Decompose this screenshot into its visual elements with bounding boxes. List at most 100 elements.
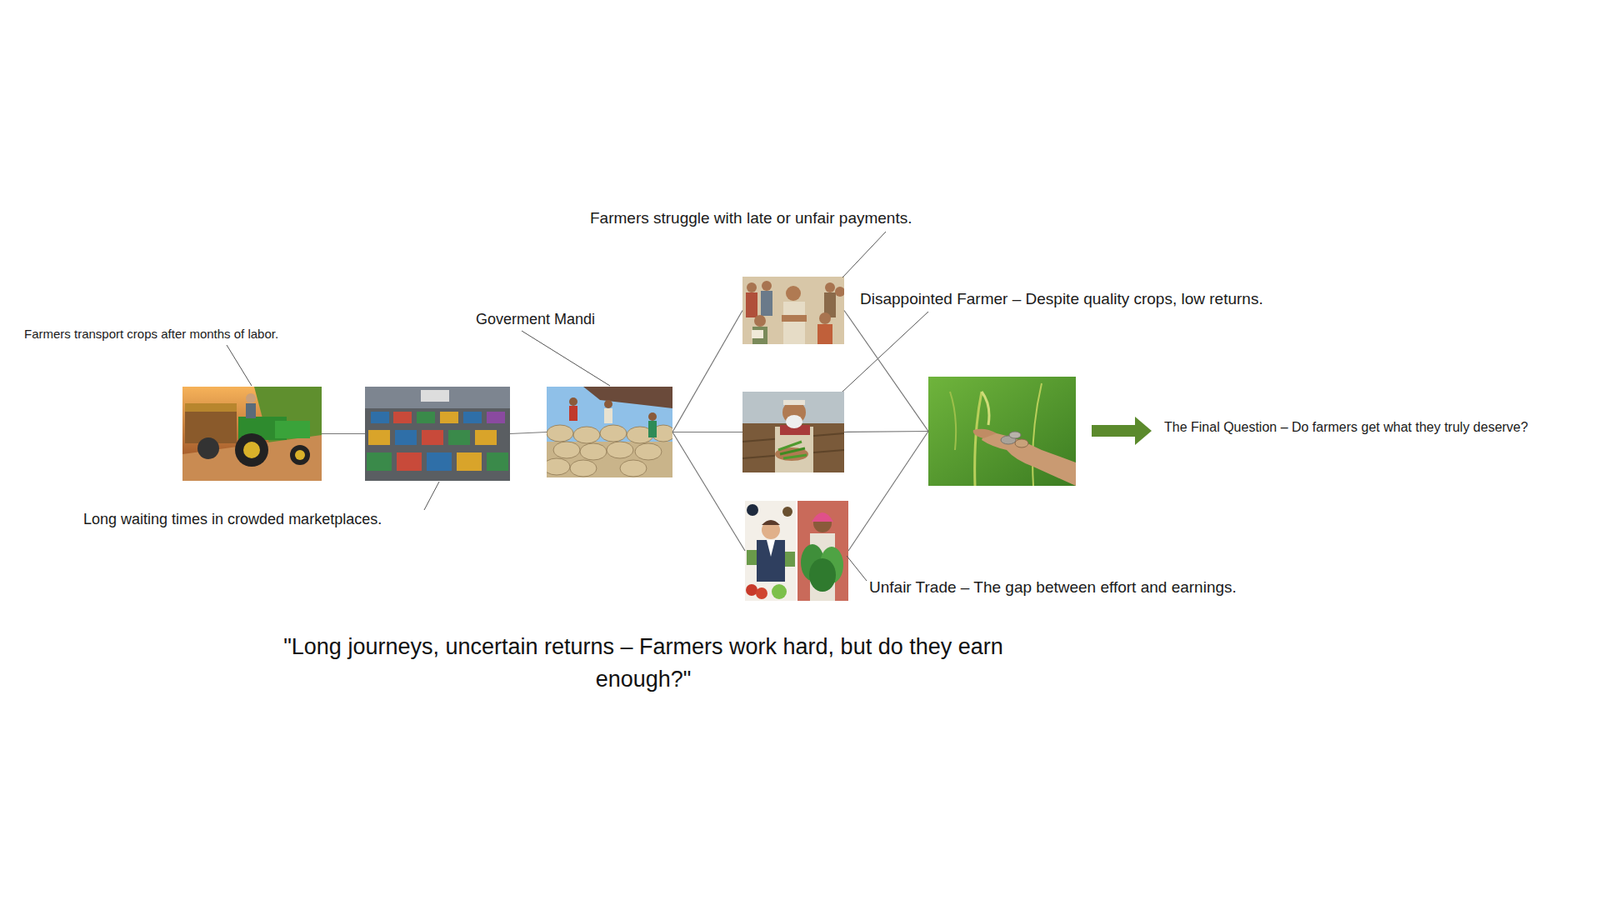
payments-crowd-picture-part: [745, 292, 758, 318]
tractor-picture-part: [275, 420, 310, 439]
unfair-trade-picture-part: [771, 584, 787, 600]
coins-in-hand-picture: [928, 376, 1076, 486]
coins-in-hand-picture-part: [1032, 383, 1042, 486]
mandi-picture-part: [553, 441, 580, 459]
market-queue-picture-part: [456, 452, 482, 471]
unfair-trade-picture-part: [797, 500, 849, 601]
market-queue-picture-part: [393, 411, 412, 424]
unfair-trade-picture-part: [795, 500, 798, 601]
unfair-trade-picture-part: [746, 550, 757, 565]
payments-crowd-picture: [742, 276, 845, 345]
mandi-picture-part: [570, 460, 597, 477]
mandi-picture: [546, 386, 673, 478]
leader-line: [424, 481, 440, 510]
unfair-trade-picture-part: [746, 504, 759, 516]
farmer-picture-part: [783, 455, 807, 459]
block-arrow: [1091, 416, 1152, 445]
payments-crowd-picture-part: [746, 282, 757, 293]
mandi-picture-part: [583, 386, 673, 409]
coins-in-hand-picture-part: [981, 391, 990, 425]
unfair-trade-picture-part: [810, 533, 835, 601]
diagram-caption: "Long journeys, uncertain returns – Farm…: [235, 630, 1052, 696]
picture-callout: Disappointed Farmer – Despite quality cr…: [860, 290, 1264, 310]
connector-line: [844, 431, 929, 433]
market-queue-picture-part: [395, 430, 417, 445]
market-queue-picture-part: [463, 411, 482, 424]
coins-in-hand-picture-part: [928, 376, 1076, 486]
payments-crowd-picture-part: [754, 315, 766, 327]
unfair-trade-picture-part: [745, 500, 796, 601]
coins-in-hand-picture-part: [975, 391, 982, 486]
tractor-picture-part: [235, 433, 269, 467]
mandi-picture-part: [600, 425, 627, 442]
picture-callout: Unfair Trade – The gap between effort an…: [869, 578, 1237, 598]
market-queue-picture-part: [420, 390, 450, 402]
market-queue-picture-part: [486, 452, 509, 471]
coins-in-hand-picture-part: [973, 429, 997, 439]
connector-line: [321, 433, 365, 435]
farmer-picture-part: [783, 400, 805, 405]
unfair-trade-picture-part: [785, 551, 795, 567]
mandi-picture-part: [635, 443, 662, 460]
picture-callout: The Final Question – Do farmers get what…: [1164, 419, 1529, 435]
unfair-trade-picture-part: [761, 520, 780, 525]
leader-line: [846, 555, 867, 581]
tractor-picture-part: [295, 450, 305, 460]
market-queue-picture-part: [368, 430, 390, 445]
connector-line: [672, 310, 743, 433]
payments-crowd-picture-part: [817, 324, 833, 345]
farmer-picture-part: [785, 415, 803, 429]
picture-callout: Long waiting times in crowded marketplac…: [83, 510, 382, 530]
mandi-picture-part: [573, 426, 600, 444]
mandi-picture-part: [620, 460, 647, 477]
picture-frame: Farmers struggle with late or unfair pay…: [742, 276, 845, 345]
mandi-picture-part: [546, 425, 574, 442]
unfair-trade-picture-part: [782, 506, 793, 517]
leader-line: [842, 231, 886, 278]
tractor-picture-part: [182, 435, 322, 481]
unfair-trade-picture-part: [809, 558, 836, 592]
market-queue-picture-part: [448, 430, 470, 445]
farmer-picture-part: [780, 448, 805, 455]
market-queue-picture-part: [475, 430, 497, 445]
payments-crowd-picture-part: [785, 285, 801, 301]
market-queue-picture-part: [366, 452, 392, 471]
market-queue-picture-part: [416, 411, 435, 424]
market-queue-picture-part: [365, 386, 510, 481]
mandi-picture-part: [580, 443, 607, 460]
tractor-picture-part: [182, 386, 322, 481]
payments-crowd-picture-part: [752, 326, 768, 345]
picture-callout: Farmers transport crops after months of …: [24, 326, 279, 342]
market-queue-picture-part: [421, 430, 444, 445]
mandi-picture-part: [606, 441, 634, 459]
mandi-picture-part: [648, 412, 657, 421]
connector-line: [672, 431, 743, 433]
connector-line: [844, 310, 929, 432]
tractor-picture-part: [197, 437, 220, 460]
mandi-picture-part: [569, 405, 578, 421]
payments-crowd-picture-part: [760, 290, 773, 316]
leader-line: [521, 330, 610, 386]
coins-in-hand-picture-part: [981, 433, 1076, 486]
picture-frame: Goverment Mandi: [546, 386, 673, 478]
unfair-trade-picture-part: [745, 584, 758, 596]
payments-crowd-picture-part: [819, 312, 831, 325]
unfair-trade-picture: [745, 500, 849, 601]
coins-in-hand-picture-part: [950, 391, 956, 450]
mandi-picture-part: [569, 397, 578, 406]
picture-frame: Unfair Trade – The gap between effort an…: [745, 500, 849, 601]
leader-line: [842, 311, 929, 392]
picture-frame: Long waiting times in crowded marketplac…: [365, 386, 510, 481]
mandi-picture-part: [604, 408, 613, 424]
connector-line: [848, 431, 929, 552]
connector-line: [510, 432, 547, 435]
payments-crowd-picture-part: [781, 315, 807, 322]
picture-frame: Farmers transport crops after months of …: [182, 386, 322, 481]
picture-callout: Goverment Mandi: [475, 310, 595, 330]
payments-crowd-picture-part: [742, 276, 845, 345]
market-queue-picture-part: [486, 411, 505, 424]
picture-callout: Farmers struggle with late or unfair pay…: [590, 209, 913, 229]
unfair-trade-picture-part: [811, 512, 834, 522]
